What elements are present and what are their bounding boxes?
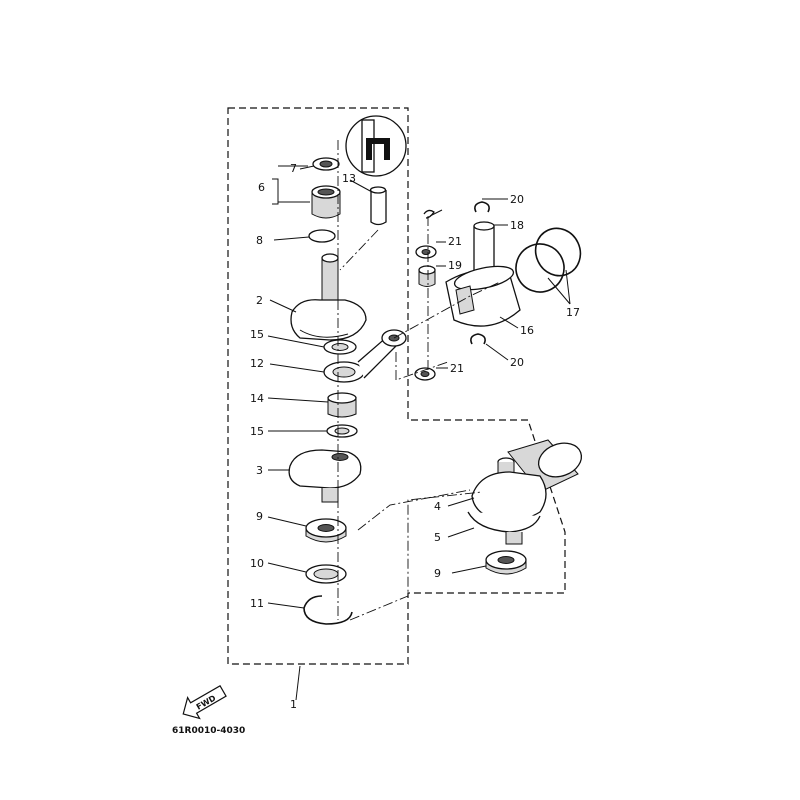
part-2-upper-crankshaft bbox=[290, 253, 367, 341]
part-7-oil-seal bbox=[312, 157, 340, 171]
part-15-bearing-lower bbox=[326, 424, 358, 438]
callout-14: 14 bbox=[250, 392, 264, 405]
callout-6: 6 bbox=[258, 181, 265, 194]
callout-15-lower: 15 bbox=[250, 425, 264, 438]
small-clip-top bbox=[423, 209, 435, 219]
callout-15-upper: 15 bbox=[250, 328, 264, 341]
callout-20-lower: 20 bbox=[510, 356, 524, 369]
part-11-circlip bbox=[303, 595, 353, 625]
part-13-pin bbox=[369, 186, 387, 226]
part-16-piston bbox=[445, 265, 521, 327]
leader-lines bbox=[267, 165, 571, 701]
callout-2: 2 bbox=[256, 294, 263, 307]
callout-10: 10 bbox=[250, 557, 264, 570]
part-19-small-end-bearing bbox=[418, 265, 436, 287]
callout-13: 13 bbox=[342, 172, 356, 185]
callout-16: 16 bbox=[520, 324, 534, 337]
callout-3: 3 bbox=[256, 464, 263, 477]
callout-8: 8 bbox=[256, 234, 263, 247]
callout-1: 1 bbox=[290, 698, 297, 711]
part-9-ball-bearing-left bbox=[305, 518, 347, 543]
part-8-o-ring bbox=[308, 229, 336, 243]
callout-17: 17 bbox=[566, 306, 580, 319]
part-17-ring-upper bbox=[534, 227, 582, 277]
part-6-housing bbox=[311, 185, 341, 219]
centerline-rod-piston bbox=[393, 281, 501, 339]
part-20-clip-lower bbox=[470, 333, 486, 345]
fwd-arrow-icon: FWD bbox=[182, 684, 227, 720]
part-18-piston-pin bbox=[473, 221, 495, 274]
part-14-needle-bearing bbox=[327, 392, 357, 418]
centerline-pin bbox=[339, 229, 379, 271]
centerline-bearing bbox=[357, 489, 471, 531]
part-17-ring-lower bbox=[515, 243, 565, 293]
centerline-small-end bbox=[395, 352, 449, 381]
callout-5: 5 bbox=[434, 531, 441, 544]
callout-21-upper: 21 bbox=[448, 235, 462, 248]
assembled-crankshaft-piston bbox=[467, 439, 583, 545]
part-10-oil-seal bbox=[305, 564, 347, 584]
detail-inset bbox=[345, 115, 407, 177]
callout-4: 4 bbox=[434, 500, 441, 513]
callout-18: 18 bbox=[510, 219, 524, 232]
callout-20-upper: 20 bbox=[510, 193, 524, 206]
callout-12: 12 bbox=[250, 357, 264, 370]
callout-19: 19 bbox=[448, 259, 462, 272]
diagram-code: 61R0010-4030 bbox=[172, 726, 245, 736]
part-3-lower-crankshaft bbox=[288, 449, 362, 503]
callout-9-left: 9 bbox=[256, 510, 263, 523]
part-15-bearing-upper bbox=[323, 339, 357, 355]
assembly-boundary bbox=[227, 107, 566, 665]
callout-21-lower: 21 bbox=[450, 362, 464, 375]
part-9-ball-bearing-right bbox=[485, 550, 527, 575]
part-20-clip-upper bbox=[474, 201, 490, 213]
centerline-assembly bbox=[349, 491, 483, 621]
callout-9-right: 9 bbox=[434, 567, 441, 580]
callout-7: 7 bbox=[290, 162, 297, 175]
callout-11: 11 bbox=[250, 597, 264, 610]
